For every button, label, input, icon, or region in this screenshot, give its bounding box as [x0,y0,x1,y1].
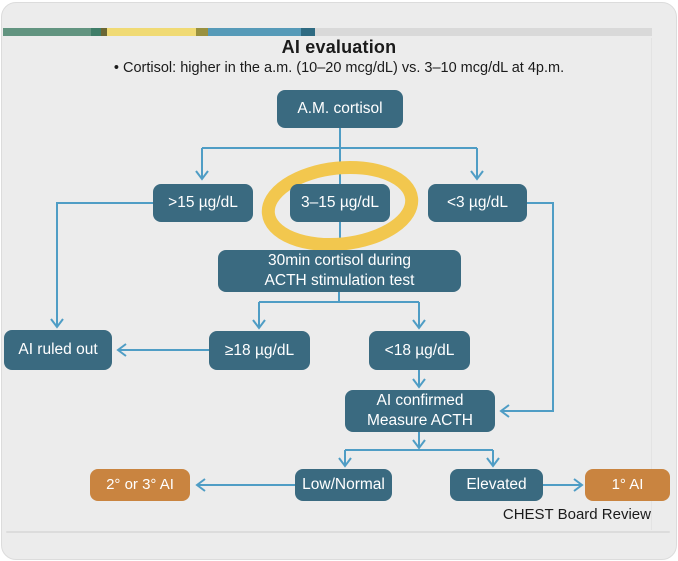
node-label: >15 µg/dL [168,194,238,212]
node-secondary-tertiary-ai: 2° or 3° AI [90,469,190,501]
node-ai-confirmed: AI confirmed Measure ACTH [345,390,495,432]
right-edge-divider [651,38,652,530]
stripe-segment [91,28,101,36]
node-label-line2: ACTH stimulation test [264,272,415,289]
stripe-segment [101,28,107,36]
node-label: Elevated [466,476,527,494]
node-lt18: <18 µg/dL [369,331,470,370]
node-label: <3 µg/dL [446,194,509,212]
node-lt3: <3 µg/dL [428,184,527,222]
stripe-segment [315,28,652,36]
node-label: ≥18 µg/dL [224,341,295,359]
node-acth-stimulation-test: 30min cortisol during ACTH stimulation t… [218,250,461,292]
arrow-lt3-to-confirmed [499,202,554,418]
arrow-elevated-to-primary [543,478,584,492]
node-label-line2: Measure ACTH [367,412,473,429]
arrow-gt15-to-ruledout [50,202,153,329]
highlight-circle [261,160,419,252]
bullet-point: Cortisol: higher in the a.m. (10–20 mcg/… [0,60,678,76]
node-ge18: ≥18 µg/dL [209,331,310,370]
node-3-15: 3–15 µg/dL [290,184,390,222]
node-label-line1: 30min cortisol during [267,252,411,270]
stripe-segment [301,28,315,36]
node-label: A.M. cortisol [297,100,383,118]
node-am-cortisol: A.M. cortisol [277,90,403,128]
arrow-ge18-to-ruledout [116,343,209,357]
node-label: <18 µg/dL [384,341,455,359]
node-label: 1° AI [611,476,644,494]
arrow-lownormal-to-secondary [195,478,295,492]
stripe-segment [107,28,196,36]
node-label: AI ruled out [18,341,98,359]
node-primary-ai: 1° AI [585,469,670,501]
arrow-lt18-to-confirmed [412,370,426,389]
node-gt15: >15 µg/dL [153,184,253,222]
bottom-divider [6,531,670,533]
figure-title: AI evaluation [281,37,397,57]
arrow-am-to-branches [195,128,484,250]
node-label: Low/Normal [302,476,385,494]
node-label-line1: AI confirmed [376,392,464,410]
stripe-segment [196,28,208,36]
node-low-normal: Low/Normal [295,469,392,501]
node-elevated: Elevated [450,469,543,501]
node-ai-ruled-out: AI ruled out [4,330,112,370]
node-label: 3–15 µg/dL [301,194,379,212]
stripe-segment [208,28,301,36]
node-label: 2° or 3° AI [106,476,174,494]
arrow-confirmed-split [338,432,500,468]
source-credit: CHEST Board Review [502,506,651,523]
accent-stripe [3,28,652,36]
stripe-segment [3,28,91,36]
arrow-acthtest-split [252,292,426,330]
